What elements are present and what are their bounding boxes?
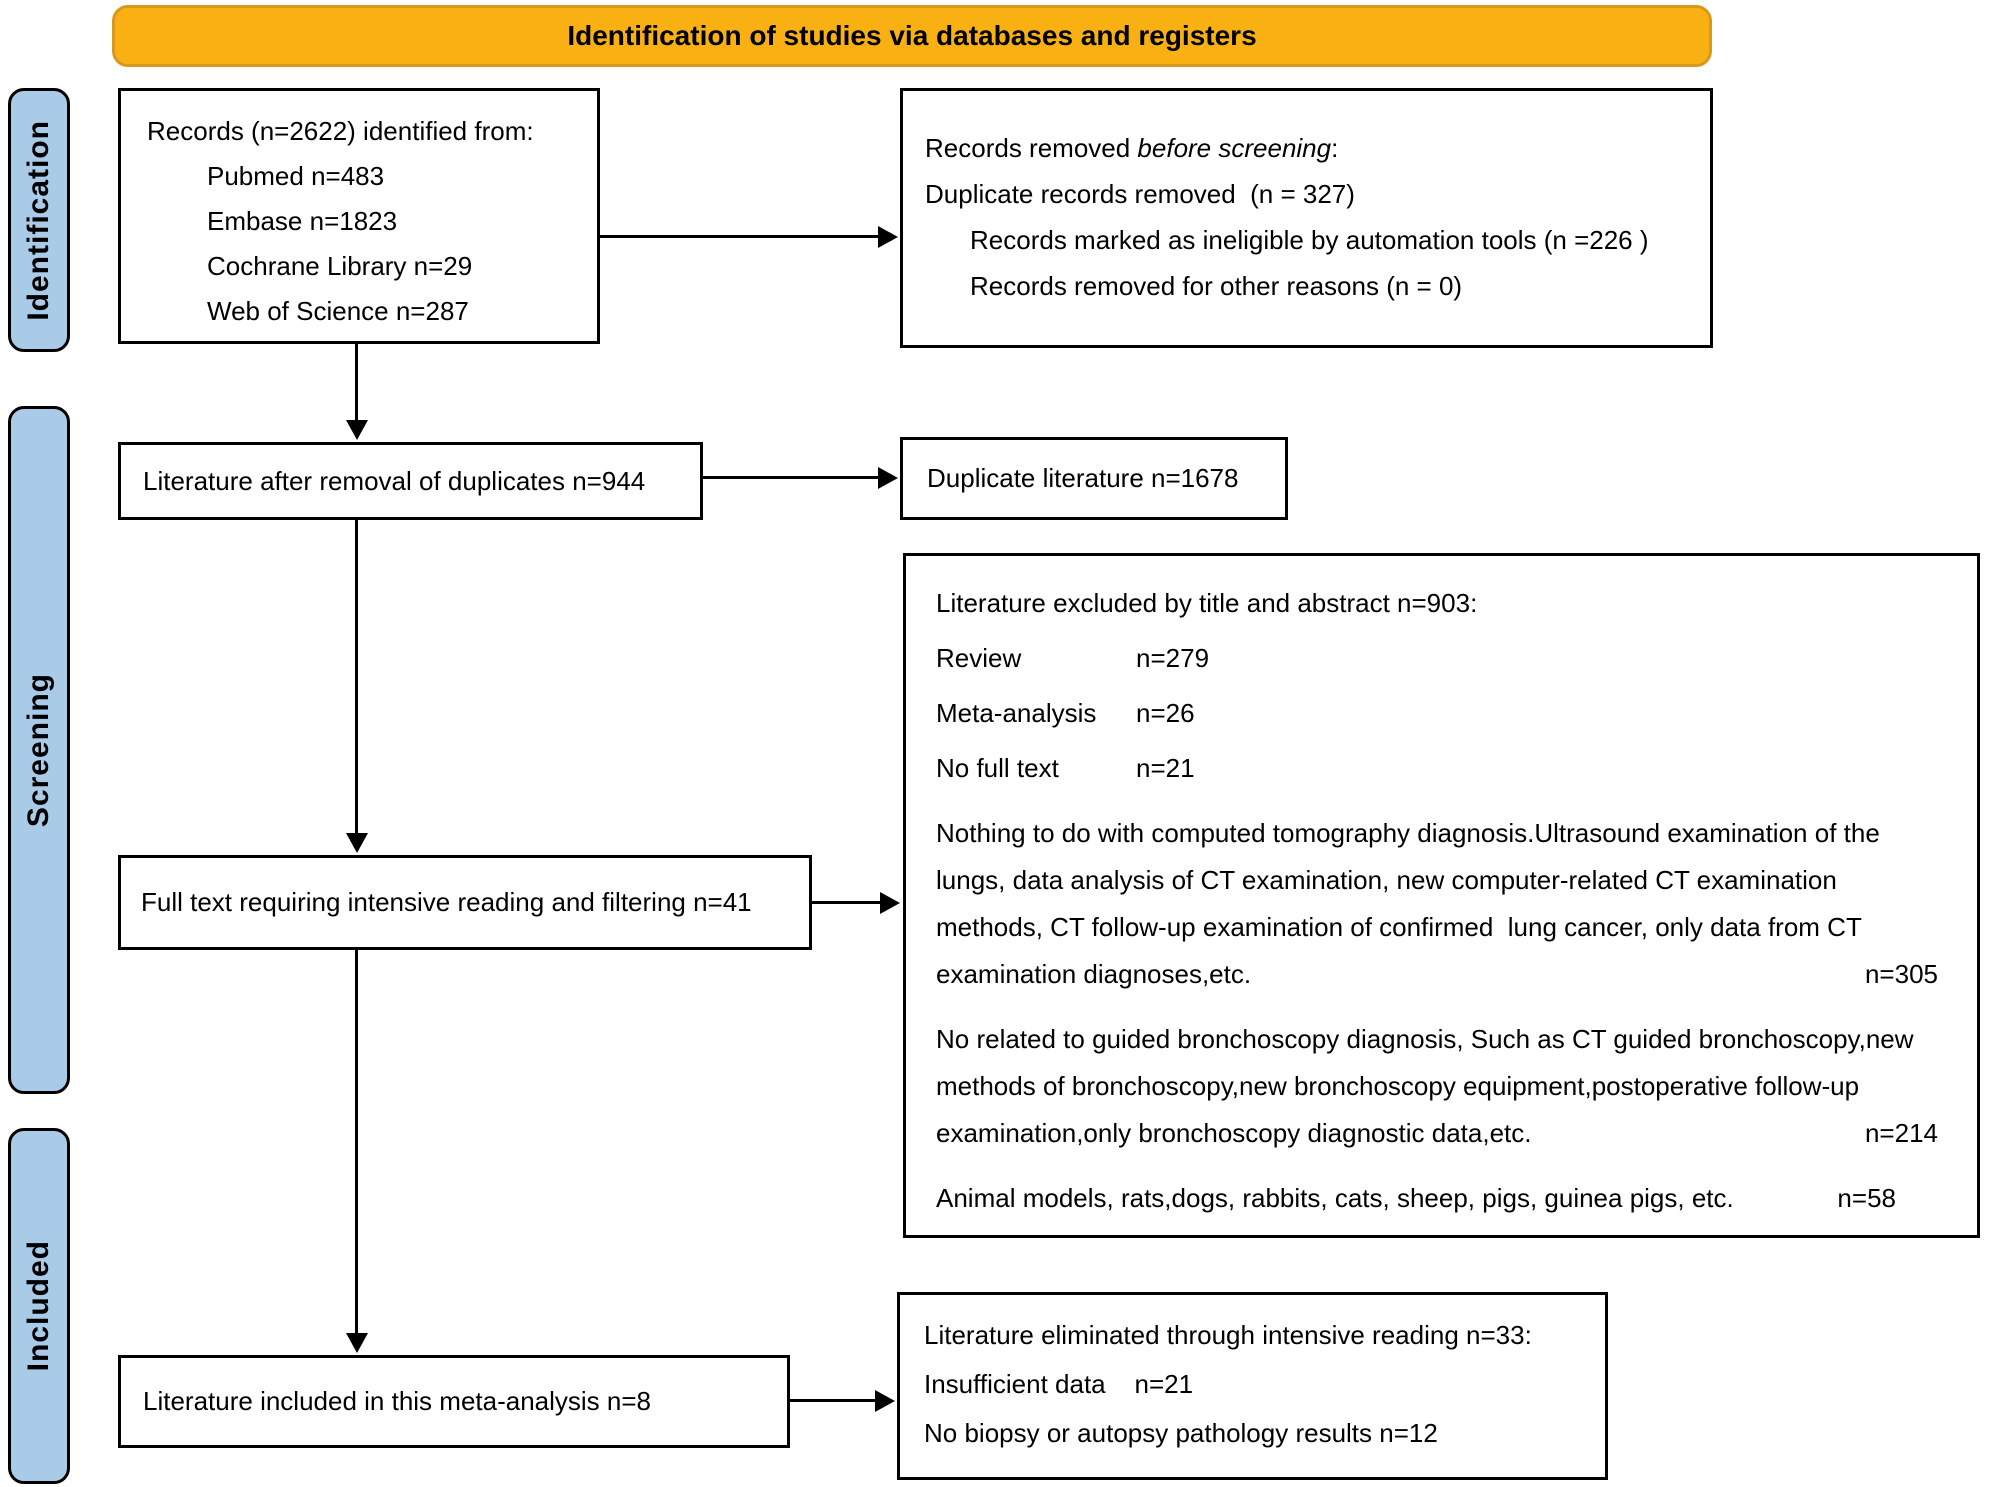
- banner-title: Identification of studies via databases …: [567, 20, 1257, 51]
- excluded-row-count: n=279: [1136, 643, 1210, 673]
- removed-line1: Records removed before screening:: [925, 125, 1710, 171]
- eliminated-title: Literature eliminated through intensive …: [924, 1320, 1532, 1350]
- after-duplicates-label: Literature after removal of duplicates n…: [143, 465, 646, 496]
- arrow-head: [880, 891, 900, 914]
- excluded-row-count: n=26: [1136, 698, 1195, 728]
- duplicate-literature-label: Duplicate literature n=1678: [927, 463, 1239, 493]
- box-included-meta-analysis: Literature included in this meta-analysi…: [118, 1355, 790, 1448]
- excluded-paragraph-count: n=305: [1864, 959, 1938, 989]
- excluded-reason-rows: Review n=279 Meta-analysis n=26 No full …: [936, 635, 1947, 792]
- arrow-head: [345, 833, 368, 853]
- box-records-identified: Records (n=2622) identified from: Pubmed…: [118, 88, 600, 344]
- stage-label-screening: Screening: [8, 406, 70, 1094]
- arrow-line: [703, 476, 880, 479]
- arrow-head: [345, 420, 368, 440]
- box-records-removed-before-screening: Records removed before screening: Duplic…: [900, 88, 1713, 348]
- box-excluded-title-abstract: Literature excluded by title and abstrac…: [903, 553, 1980, 1238]
- included-label: Literature included in this meta-analysi…: [143, 1386, 652, 1416]
- removed-automation-line: Records marked as ineligible by automati…: [970, 225, 1649, 255]
- excluded-row-count: n=21: [1136, 753, 1195, 783]
- excluded-paragraph-text: Nothing to do with computed tomography d…: [936, 818, 1888, 989]
- box-full-text-reading: Full text requiring intensive reading an…: [118, 855, 812, 950]
- records-title: Records (n=2622) identified from:: [147, 116, 534, 146]
- stage-label-identification: Identification: [8, 88, 70, 352]
- excluded-row-label: Meta-analysis: [936, 698, 1097, 728]
- excluded-row-review: Review n=279: [936, 635, 1947, 682]
- removed-other-reasons-line: Records removed for other reasons (n = 0…: [970, 271, 1463, 301]
- excluded-row-no-full-text: No full text n=21: [936, 745, 1947, 792]
- box-after-duplicate-removal: Literature after removal of duplicates n…: [118, 442, 703, 520]
- eliminated-insufficient-data: Insufficient data n=21: [924, 1369, 1194, 1399]
- excluded-row-label: No full text: [936, 753, 1059, 783]
- excluded-paragraph-ct: Nothing to do with computed tomography d…: [936, 810, 1938, 998]
- box-duplicate-literature: Duplicate literature n=1678: [900, 437, 1288, 520]
- arrow-line: [812, 901, 882, 904]
- arrow-head: [345, 1333, 368, 1353]
- stage-label-included-text: Included: [22, 1240, 55, 1372]
- removed-line1-prefix: Records removed: [925, 133, 1138, 163]
- arrow-line: [790, 1399, 877, 1402]
- arrow-line: [355, 520, 358, 835]
- removed-line1-suffix: :: [1331, 133, 1339, 163]
- arrow-head: [875, 1389, 895, 1412]
- excluded-paragraph-text: No related to guided bronchoscopy diagno…: [936, 1024, 1921, 1148]
- arrow-head: [878, 225, 898, 248]
- excluded-paragraph-animal-models: Animal models, rats,dogs, rabbits, cats,…: [936, 1175, 1926, 1222]
- arrow-line: [355, 950, 358, 1335]
- arrow-line: [355, 344, 358, 422]
- excluded-paragraph-count: n=214: [1864, 1118, 1938, 1148]
- excluded-row-label: Review: [936, 643, 1022, 673]
- records-source-pubmed: Pubmed n=483: [207, 161, 385, 191]
- stage-label-screening-text: Screening: [22, 672, 55, 828]
- excluded-paragraph-bronchoscopy: No related to guided bronchoscopy diagno…: [936, 1016, 1938, 1157]
- stage-label-identification-text: Identification: [22, 119, 55, 321]
- records-source-embase: Embase n=1823: [207, 206, 398, 236]
- excluded-paragraph-text: Animal models, rats,dogs, rabbits, cats,…: [936, 1183, 1734, 1213]
- box-eliminated-intensive-reading: Literature eliminated through intensive …: [897, 1292, 1608, 1480]
- stage-label-included: Included: [8, 1128, 70, 1484]
- arrow-line: [600, 235, 880, 238]
- eliminated-no-biopsy: No biopsy or autopsy pathology results n…: [924, 1418, 1438, 1448]
- full-text-label: Full text requiring intensive reading an…: [141, 887, 752, 917]
- excluded-paragraph-count: n=58: [1837, 1183, 1896, 1213]
- records-source-web-of-science: Web of Science n=287: [207, 296, 469, 326]
- arrow-head: [878, 466, 898, 489]
- banner: Identification of studies via databases …: [112, 5, 1712, 67]
- excluded-row-meta-analysis: Meta-analysis n=26: [936, 690, 1947, 737]
- excluded-title: Literature excluded by title and abstrac…: [936, 588, 1478, 618]
- removed-duplicates-line: Duplicate records removed (n = 327): [925, 179, 1355, 209]
- records-source-cochrane: Cochrane Library n=29: [207, 251, 473, 281]
- removed-line1-italic: before screening: [1137, 133, 1332, 163]
